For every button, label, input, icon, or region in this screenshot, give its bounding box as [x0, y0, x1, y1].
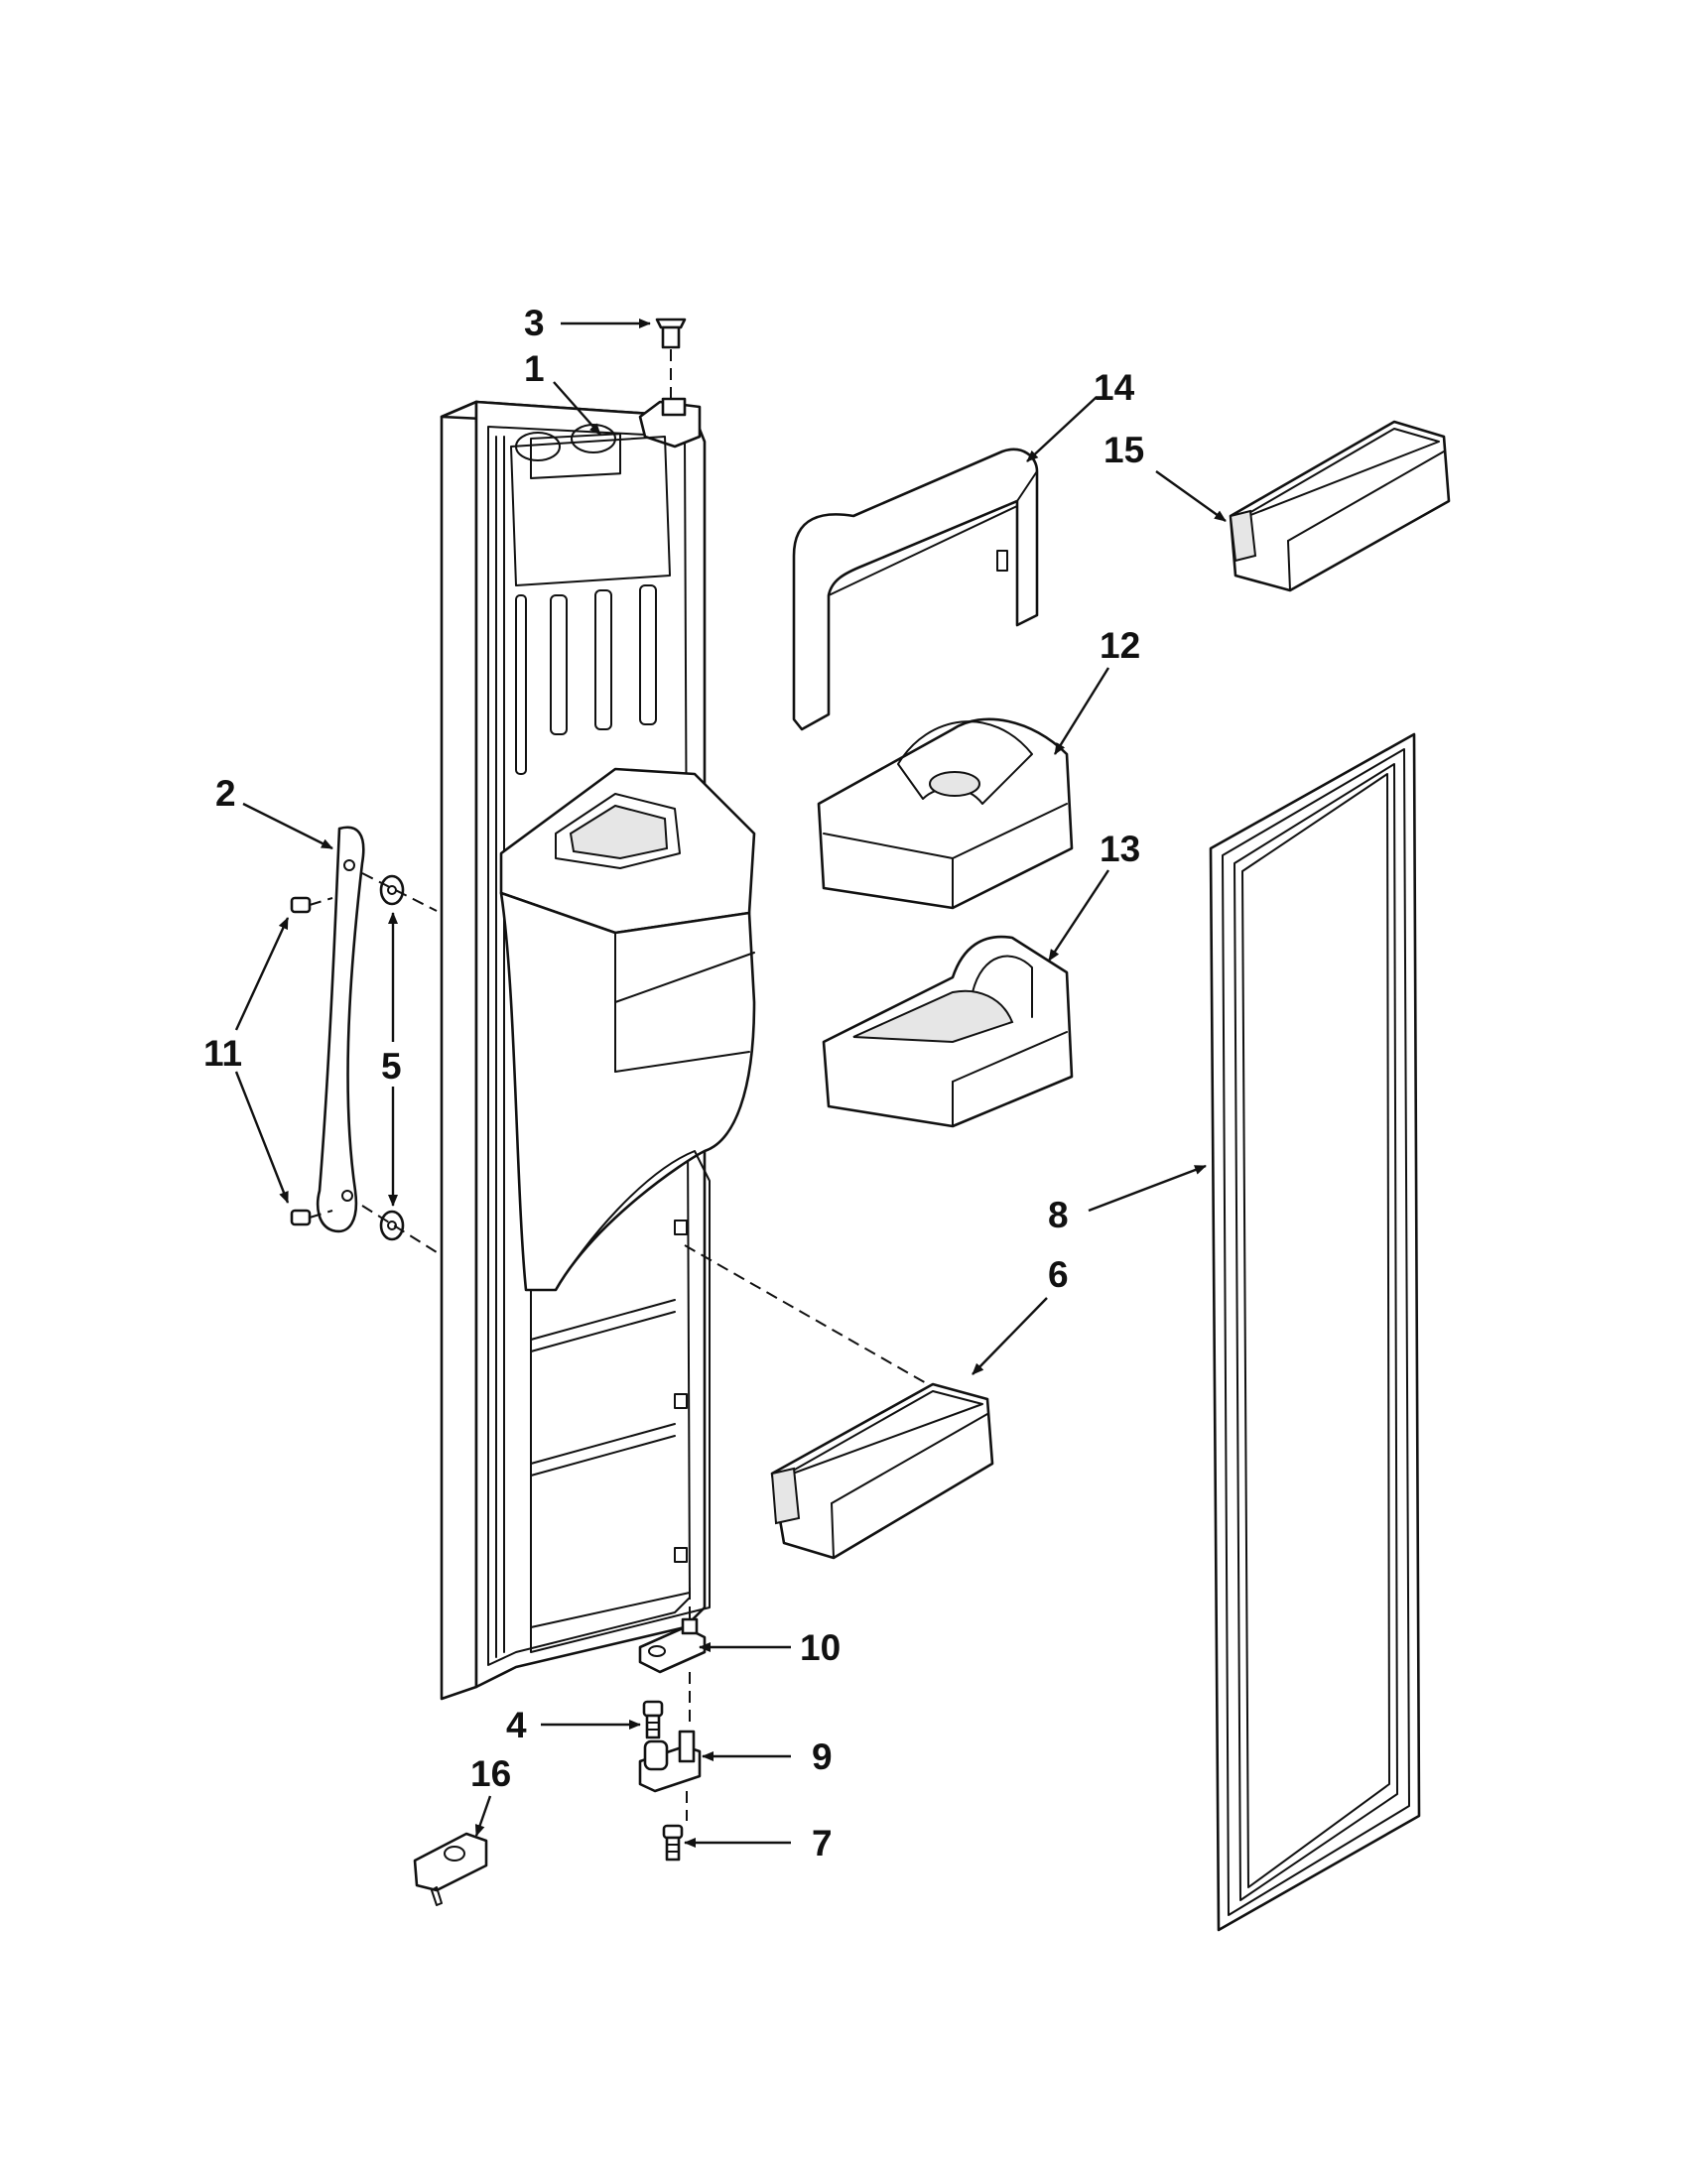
part-14-dispenser-trim — [792, 448, 1039, 731]
leader-2 — [242, 802, 333, 850]
part-12-ice-chute — [817, 717, 1074, 910]
leader-16 — [474, 1795, 492, 1837]
part-7-screw — [662, 1824, 684, 1862]
leader-14 — [1026, 396, 1098, 462]
callout-13: 13 — [1100, 829, 1140, 869]
part-16-cover-clip — [413, 1832, 488, 1906]
leader-lines — [234, 319, 1227, 1848]
part-6-door-bin — [684, 1244, 994, 1560]
leader-8 — [1088, 1164, 1207, 1213]
leader-11-upper — [234, 917, 290, 1031]
part-9-hinge — [638, 1730, 702, 1821]
part-10-hinge-bracket — [638, 1588, 707, 1727]
leader-13 — [1047, 869, 1110, 962]
callout-1: 1 — [524, 348, 545, 389]
callout-labels: 3 1 14 15 12 13 2 11 5 8 6 10 4 9 16 7 — [203, 303, 1144, 1863]
callout-11: 11 — [203, 1033, 242, 1074]
leader-12 — [1053, 667, 1110, 755]
part-8-door-gasket — [1209, 732, 1421, 1932]
leader-11-lower — [234, 1071, 290, 1204]
callout-2: 2 — [215, 773, 236, 814]
leader-15 — [1155, 470, 1227, 522]
part-door-assembly — [440, 397, 756, 1701]
part-4-screw — [642, 1700, 664, 1739]
leader-1 — [553, 381, 601, 436]
callout-9: 9 — [812, 1736, 833, 1777]
callout-7: 7 — [812, 1823, 833, 1863]
callout-14: 14 — [1094, 367, 1135, 408]
part-3-hinge-pin — [655, 318, 687, 399]
callout-15: 15 — [1104, 430, 1144, 470]
part-13-drip-tray — [822, 935, 1074, 1128]
callout-3: 3 — [524, 303, 545, 343]
callout-10: 10 — [800, 1627, 841, 1668]
callout-8: 8 — [1048, 1195, 1069, 1235]
part-5-spacers — [361, 872, 438, 1253]
leader-6 — [972, 1297, 1048, 1375]
callout-6: 6 — [1048, 1254, 1069, 1295]
callout-5: 5 — [381, 1046, 402, 1087]
callout-16: 16 — [470, 1753, 511, 1794]
part-2-handle — [316, 826, 365, 1233]
part-15-door-bin — [1229, 420, 1451, 592]
part-11-screws — [290, 896, 333, 1226]
callout-12: 12 — [1100, 625, 1140, 666]
callout-4: 4 — [506, 1705, 527, 1745]
